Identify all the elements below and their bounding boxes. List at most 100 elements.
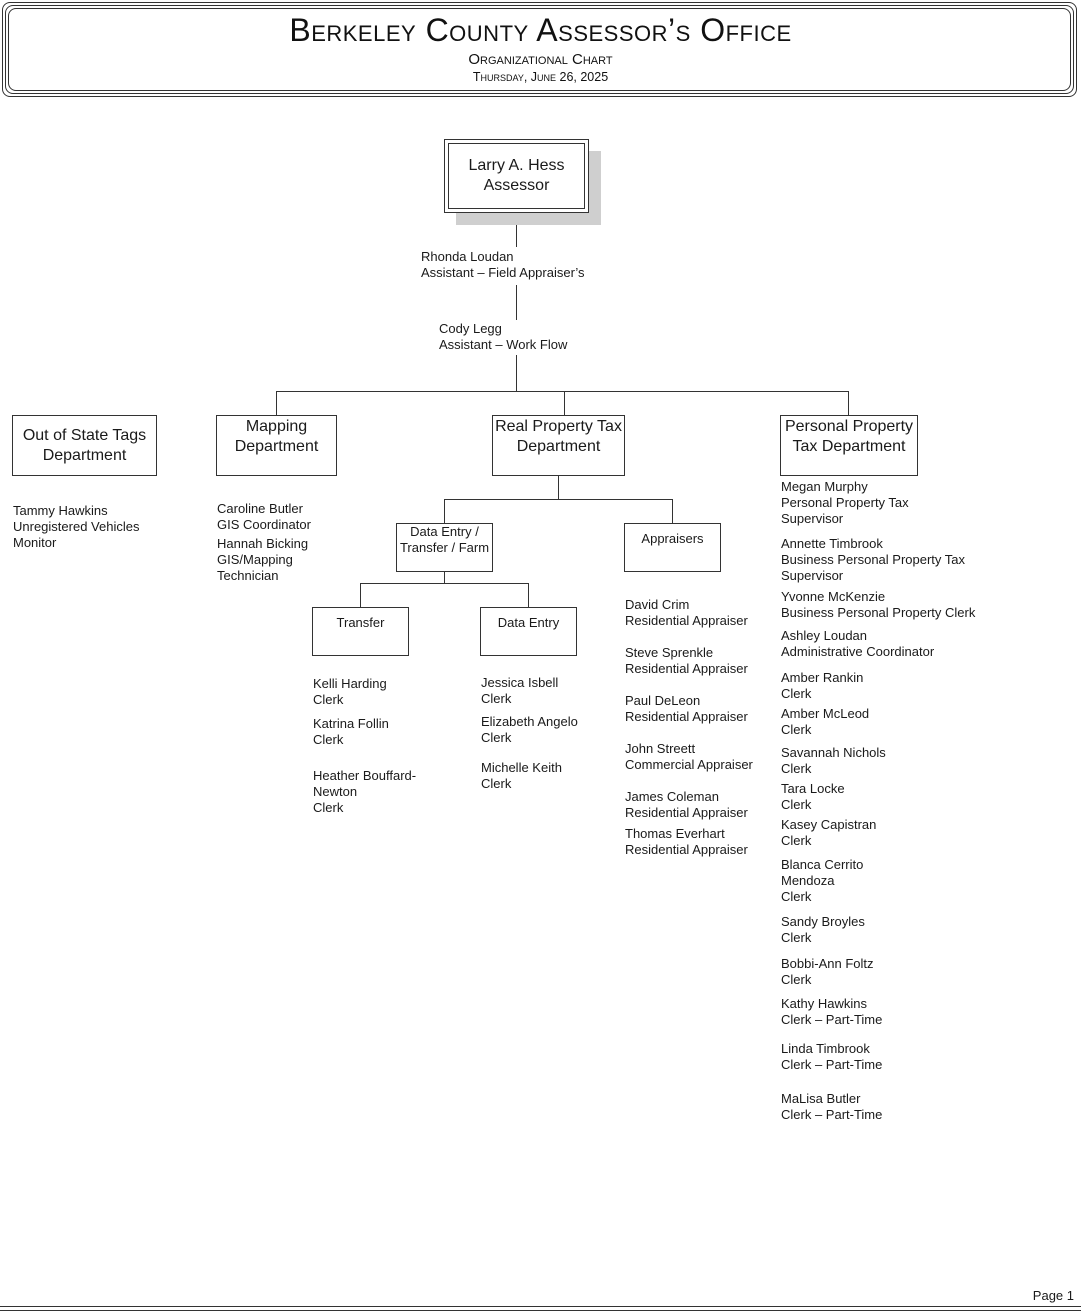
person-role: Residential Appraiser [625, 805, 748, 820]
staff-entry: Michelle Keith Clerk [481, 760, 562, 792]
person-role: Clerk [781, 761, 812, 776]
person-role: Clerk [781, 797, 812, 812]
person-name: David Crim [625, 597, 690, 612]
unit-data-entry: Data Entry [480, 607, 577, 656]
person-name: Caroline Butler [217, 501, 303, 516]
page-subtitle: Organizational Chart [468, 51, 613, 68]
person-name: Savannah Nichols [781, 745, 886, 760]
assessor-name: Larry A. Hess [468, 157, 565, 174]
staff-entry: Ashley Loudan Administrative Coordinator [781, 628, 934, 660]
person-name: Hannah Bicking [217, 536, 309, 551]
person-name: John Streett [625, 741, 696, 756]
person-name: Cody Legg [439, 321, 502, 336]
person-name: James Coleman [625, 789, 719, 804]
person-role: Clerk [481, 730, 512, 745]
person-role: Clerk [481, 776, 512, 791]
staff-entry: Savannah Nichols Clerk [781, 745, 886, 777]
person-name: Tammy Hawkins [13, 503, 108, 518]
dept-label: Out of State Tags Department [22, 426, 147, 464]
connector-line [564, 391, 565, 416]
staff-entry: Amber McLeod Clerk [781, 706, 869, 738]
person-role: GIS/Mapping Technician [217, 552, 293, 583]
connector-line [516, 213, 517, 247]
page-title: Berkeley County Assessor’s Office [289, 12, 792, 48]
person-name: Kathy Hawkins [781, 996, 867, 1011]
unit-appraisers: Appraisers [624, 523, 721, 572]
person-role: Unregistered Vehicles Monitor [13, 519, 140, 550]
unit-label: Transfer [336, 615, 385, 630]
person-name: Heather Bouffard-Newton [313, 768, 417, 799]
person-role: Business Personal Property Tax Superviso… [781, 552, 966, 583]
connector-line [444, 571, 445, 583]
person-name: Kasey Capistran [781, 817, 877, 832]
connector-line [558, 475, 559, 499]
staff-entry: Megan Murphy Personal Property Tax Super… [781, 479, 921, 527]
person-name: Yvonne McKenzie [781, 589, 886, 604]
staff-entry: Yvonne McKenzie Business Personal Proper… [781, 589, 975, 621]
connector-line [444, 499, 672, 500]
connector-line [360, 583, 361, 607]
staff-entry: MaLisa Butler Clerk – Part-Time [781, 1091, 882, 1123]
person-name: Blanca Cerrito Mendoza [781, 857, 864, 888]
person-role: Clerk – Part-Time [781, 1057, 883, 1072]
person-role: Assistant – Field Appraiser’s [421, 265, 585, 280]
person-name: Annette Timbrook [781, 536, 883, 551]
person-name: Katrina Follin [313, 716, 389, 731]
staff-entry: Annette Timbrook Business Personal Prope… [781, 536, 977, 584]
person-role: Residential Appraiser [625, 661, 748, 676]
header-banner [2, 2, 1077, 97]
person-name: Michelle Keith [481, 760, 562, 775]
staff-entry: Paul DeLeon Residential Appraiser [625, 693, 748, 725]
staff-entry: Kelli Harding Clerk [313, 676, 387, 708]
staff-entry: Blanca Cerrito Mendoza Clerk [781, 857, 881, 905]
connector-line [276, 391, 849, 392]
person-name: Jessica Isbell [481, 675, 559, 690]
person-role: Clerk [313, 732, 344, 747]
person-name: MaLisa Butler [781, 1091, 861, 1106]
person-name: Tara Locke [781, 781, 845, 796]
person-role: Clerk [781, 722, 812, 737]
unit-label: Data Entry [497, 615, 560, 630]
person-role: Assistant – Work Flow [439, 337, 568, 352]
person-role: Clerk [481, 691, 512, 706]
staff-entry: Elizabeth Angelo Clerk [481, 714, 578, 746]
person-role: Residential Appraiser [625, 842, 748, 857]
person-role: Residential Appraiser [625, 613, 748, 628]
dept-label: Mapping Department [234, 418, 319, 455]
staff-entry: Bobbi-Ann Foltz Clerk [781, 956, 874, 988]
staff-entry: Katrina Follin Clerk [313, 716, 389, 748]
person-role: Clerk – Part-Time [781, 1012, 883, 1027]
page-number: Page 1 [1032, 1288, 1074, 1303]
connector-line [848, 391, 849, 416]
staff-entry: David Crim Residential Appraiser [625, 597, 748, 629]
person-role: GIS Coordinator [217, 517, 311, 532]
page-date: Thursday, June 26, 2025 [472, 70, 609, 84]
footer-rule [0, 1310, 1081, 1311]
assistant-entry: Cody Legg Assistant – Work Flow [439, 321, 567, 353]
staff-entry: Tammy Hawkins Unregistered Vehicles Moni… [13, 503, 153, 551]
staff-entry: James Coleman Residential Appraiser [625, 789, 748, 821]
dept-real-property: Real Property Tax Department [492, 415, 625, 476]
person-name: Linda Timbrook [781, 1041, 870, 1056]
person-role: Residential Appraiser [625, 709, 748, 724]
staff-entry: Thomas Everhart Residential Appraiser [625, 826, 748, 858]
staff-entry: Heather Bouffard-Newton Clerk [313, 768, 425, 816]
person-name: Paul DeLeon [625, 693, 701, 708]
person-name: Amber McLeod [781, 706, 870, 721]
connector-line [360, 583, 528, 584]
staff-entry: Caroline Butler GIS Coordinator [217, 501, 311, 533]
dept-mapping: Mapping Department [216, 415, 337, 476]
person-role: Clerk [313, 692, 344, 707]
person-role: Clerk [781, 889, 812, 904]
person-role: Clerk [313, 800, 344, 815]
person-role: Commercial Appraiser [625, 757, 753, 772]
person-role: Clerk [781, 930, 812, 945]
person-name: Sandy Broyles [781, 914, 865, 929]
connector-line [516, 355, 517, 392]
assistant-entry: Rhonda Loudan Assistant – Field Appraise… [421, 249, 585, 281]
dept-personal-property: Personal Property Tax Department [780, 415, 918, 476]
dept-label: Personal Property Tax Department [784, 418, 914, 455]
connector-line [672, 499, 673, 523]
dept-out-of-state: Out of State Tags Department [12, 415, 157, 476]
staff-entry: John Streett Commercial Appraiser [625, 741, 753, 773]
